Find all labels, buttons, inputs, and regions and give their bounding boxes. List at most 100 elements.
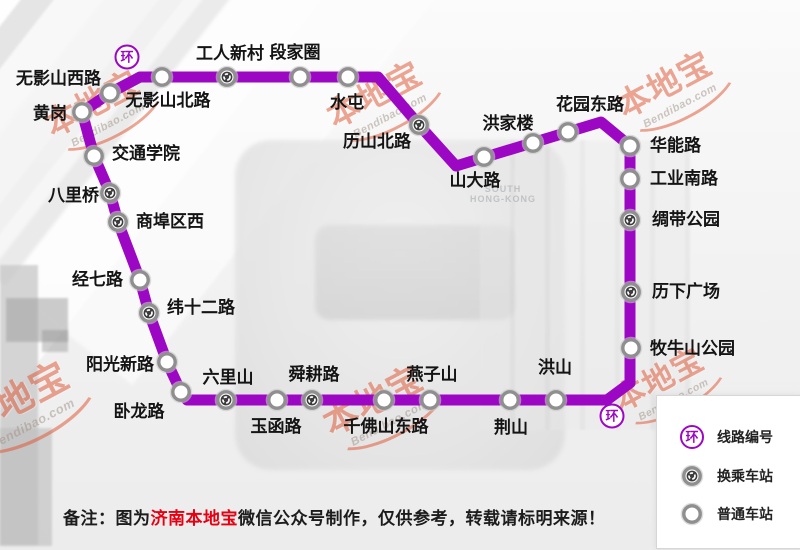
station-circle <box>84 146 104 166</box>
station-marker-transfer: 工人新村 <box>196 43 264 89</box>
station-circle <box>620 136 640 156</box>
station-label: 交通学院 <box>112 143 180 163</box>
station-marker-transfer: 绸带公园 <box>618 208 720 232</box>
station-label: 六里山 <box>203 367 254 387</box>
station-marker-normal: 牧牛山公园 <box>619 336 735 360</box>
station-label: 工人新村 <box>196 43 264 63</box>
station-label: 洪山 <box>538 357 572 377</box>
transfer-swirl <box>106 189 114 197</box>
normal-station-icon <box>679 501 705 527</box>
line-badge-text: 环 <box>685 430 698 445</box>
station-label: 工业南路 <box>650 168 719 188</box>
station-marker-normal: 工业南路 <box>618 167 719 191</box>
station-label: 历山北路 <box>343 131 412 151</box>
station-marker-normal: 千佛山东路 <box>344 388 430 436</box>
station-layer: 无影山北路工人新村段家圈水屯历山北路山大路洪家楼花园东路华能路工业南路绸带公园历… <box>15 42 735 437</box>
note-highlight: 济南本地宝 <box>150 509 238 528</box>
station-marker-normal: 洪家楼 <box>483 113 545 155</box>
station-circle <box>546 390 566 410</box>
station-marker-normal: 黄岗 <box>33 100 94 124</box>
station-marker-normal: 交通学院 <box>82 143 180 168</box>
station-marker-normal: 荆山 <box>494 388 528 437</box>
station-label: 纬十二路 <box>167 297 236 317</box>
station-label: 卧龙路 <box>114 401 166 421</box>
station-marker-normal: 洪山 <box>538 357 572 412</box>
station-marker-normal: 段家圈 <box>270 42 321 89</box>
note-prefix: 备注：图为 <box>63 509 151 528</box>
transfer-swirl <box>223 73 231 81</box>
transfer-swirl <box>688 472 696 480</box>
station-label: 水屯 <box>330 92 364 112</box>
station-circle <box>558 122 578 142</box>
legend-box: 环 线路编号 换乘车站 普通车站 <box>656 395 800 549</box>
station-circle <box>338 67 358 87</box>
line-badge-text: 环 <box>120 50 133 65</box>
bg-shape <box>480 140 690 430</box>
bg-shape <box>6 298 68 342</box>
station-marker-normal: 卧龙路 <box>114 380 193 421</box>
station-marker-normal: 燕子山 <box>407 364 458 412</box>
legend-label: 普通车站 <box>717 506 773 522</box>
bg-shape <box>42 330 68 352</box>
station-label: 无影山西路 <box>15 68 102 88</box>
station-circle <box>374 390 394 410</box>
station-marker-transfer: 六里山 <box>203 367 254 412</box>
station-label: 洪家楼 <box>483 113 534 133</box>
station-circle <box>157 352 177 372</box>
station-label: 山大路 <box>450 170 502 190</box>
station-label: 花园东路 <box>556 94 625 114</box>
badge-layer: 环环 <box>114 44 625 429</box>
bg-photo-text: SOUTH HONG-KONG <box>470 184 536 204</box>
transfer-swirl <box>415 121 423 129</box>
legend-row: 换乘车站 <box>679 463 773 489</box>
legend-row: 环 线路编号 <box>679 424 773 450</box>
station-marker-transfer: 商埠区西 <box>106 210 204 234</box>
station-marker-normal: 水屯 <box>330 65 364 112</box>
line-badge-text: 环 <box>605 409 618 424</box>
station-label: 燕子山 <box>407 364 458 384</box>
station-marker-normal: 玉函路 <box>251 388 303 436</box>
station-label: 黄岗 <box>33 103 67 123</box>
station-circle <box>523 133 543 153</box>
note-text: 备注：图为济南本地宝微信公众号制作，仅供参考，转载请标明来源！ <box>63 504 606 529</box>
station-circle <box>130 270 150 290</box>
station-circle <box>171 382 191 402</box>
station-label: 段家圈 <box>270 42 321 62</box>
station-circle <box>72 102 92 122</box>
station-circle <box>500 390 520 410</box>
transfer-swirl <box>626 216 634 224</box>
station-marker-normal: 山大路 <box>450 145 502 190</box>
station-label: 荆山 <box>494 417 528 437</box>
station-circle <box>682 504 702 524</box>
station-label: 经七路 <box>72 269 124 289</box>
station-circle <box>267 390 287 410</box>
station-marker-normal: 经七路 <box>72 268 152 292</box>
transfer-swirl <box>114 218 122 226</box>
note-suffix: 微信公众号制作，仅供参考，转载请标明来源！ <box>238 509 606 528</box>
station-marker-normal: 阳光新路 <box>86 350 179 374</box>
line-badge-circle <box>599 403 625 429</box>
station-marker-normal: 华能路 <box>618 134 702 158</box>
legend-row: 普通车站 <box>679 501 773 527</box>
transfer-swirl <box>308 396 316 404</box>
station-label: 舜耕路 <box>289 364 341 384</box>
station-label: 千佛山东路 <box>344 416 430 436</box>
station-label: 八里桥 <box>48 186 100 205</box>
station-label: 无影山北路 <box>125 90 212 110</box>
station-circle <box>620 169 640 189</box>
line-number-badge-icon: 环 <box>679 424 705 450</box>
station-circle <box>621 338 641 358</box>
station-circle <box>290 67 310 87</box>
line-badge-circle <box>114 44 140 70</box>
station-marker-transfer: 纬十二路 <box>137 297 236 325</box>
station-label: 牧牛山公园 <box>650 338 735 358</box>
station-marker-normal: 花园东路 <box>556 94 625 144</box>
station-marker-transfer: 八里桥 <box>48 181 122 205</box>
station-label: 华能路 <box>650 135 702 155</box>
station-label: 玉函路 <box>251 416 303 436</box>
legend-label: 换乘车站 <box>717 468 773 484</box>
station-circle <box>152 67 172 87</box>
